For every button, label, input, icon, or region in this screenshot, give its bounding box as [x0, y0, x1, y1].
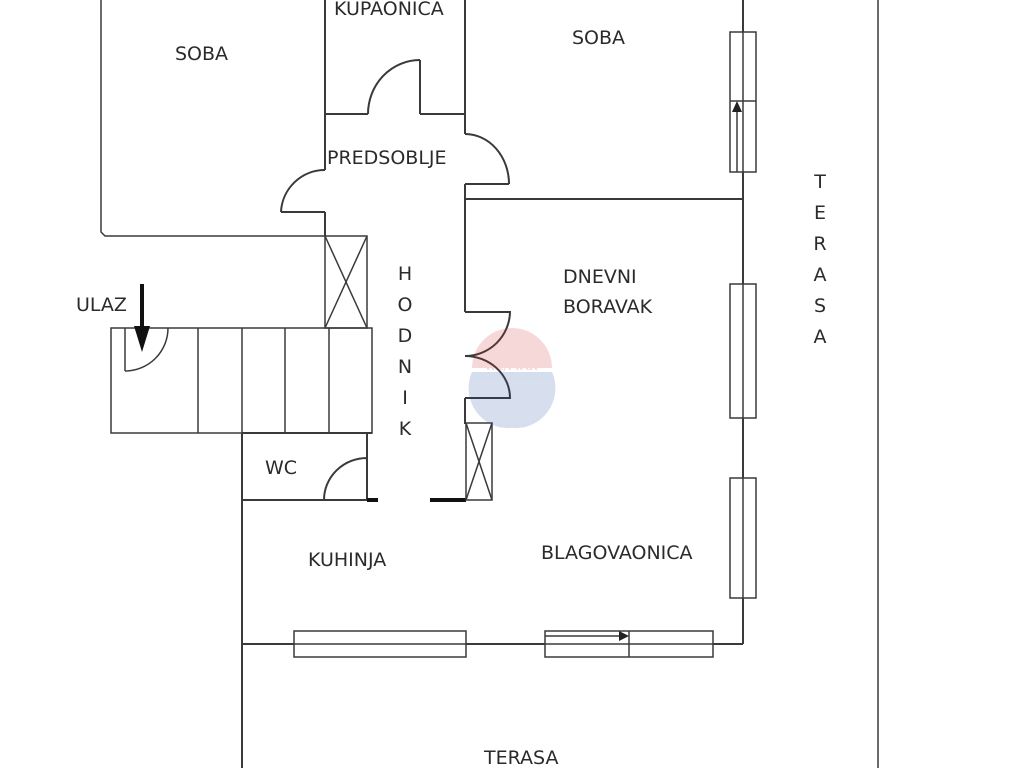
terasa-letter: E	[814, 202, 826, 224]
door-predsoblje-left-swing	[280, 168, 326, 213]
label-dnevni: DNEVNI	[563, 266, 637, 288]
terasa-letter: T	[813, 171, 826, 193]
label-boravak: BORAVAK	[563, 296, 653, 318]
label-predsoblje: PREDSOBLJE	[327, 147, 447, 169]
door-predsoblje-right-swing	[464, 133, 510, 185]
shaft-boravak	[465, 422, 493, 501]
terasa-letter: A	[814, 326, 827, 348]
walls	[100, 0, 879, 768]
label-blagovaonica: BLAGOVAONICA	[541, 542, 693, 564]
label-terasa-bottom: TERASA	[483, 747, 558, 768]
label-ulaz: ULAZ	[76, 294, 127, 316]
hodnik-letter: N	[398, 356, 412, 378]
door-ulaz-swing	[124, 327, 169, 372]
hodnik-letter: D	[398, 325, 413, 347]
staircase	[110, 284, 373, 434]
remax-watermark: RE/MAX	[468, 328, 556, 429]
window-arrow-head	[732, 101, 742, 112]
door-boravak-upper-swing	[464, 311, 512, 357]
hodnik-letter: I	[402, 387, 408, 409]
hodnik-letter: O	[398, 294, 413, 316]
hodnik-letter: H	[398, 263, 412, 285]
sliding-arrow-head	[619, 631, 629, 641]
windows	[293, 31, 757, 658]
door-boravak-lower-swing	[464, 355, 512, 399]
door-kupaonica-swing	[367, 59, 421, 115]
shafts	[324, 235, 493, 501]
balloon-red	[472, 328, 552, 368]
terasa-letter: A	[814, 264, 827, 286]
entry-arrow-head	[134, 326, 150, 352]
label-kuhinja: KUHINJA	[308, 549, 386, 571]
balloon-blue	[468, 372, 556, 429]
terasa-letter: R	[813, 233, 826, 255]
label-soba-right: SOBA	[572, 27, 625, 49]
terasa-letter: S	[814, 295, 826, 317]
room-labels: SOBA KUPAONICA SOBA PREDSOBLJE DNEVNI BO…	[76, 0, 827, 768]
label-terasa-side: TERASA	[813, 171, 826, 348]
watermark-text: RE/MAX	[486, 359, 539, 373]
label-kupaonica: KUPAONICA	[334, 0, 444, 20]
wall-soba-left	[100, 0, 325, 237]
door-wc-swing	[323, 456, 368, 501]
label-soba-left: SOBA	[175, 43, 228, 65]
label-wc: WC	[265, 457, 297, 479]
hodnik-letter: K	[399, 418, 412, 440]
